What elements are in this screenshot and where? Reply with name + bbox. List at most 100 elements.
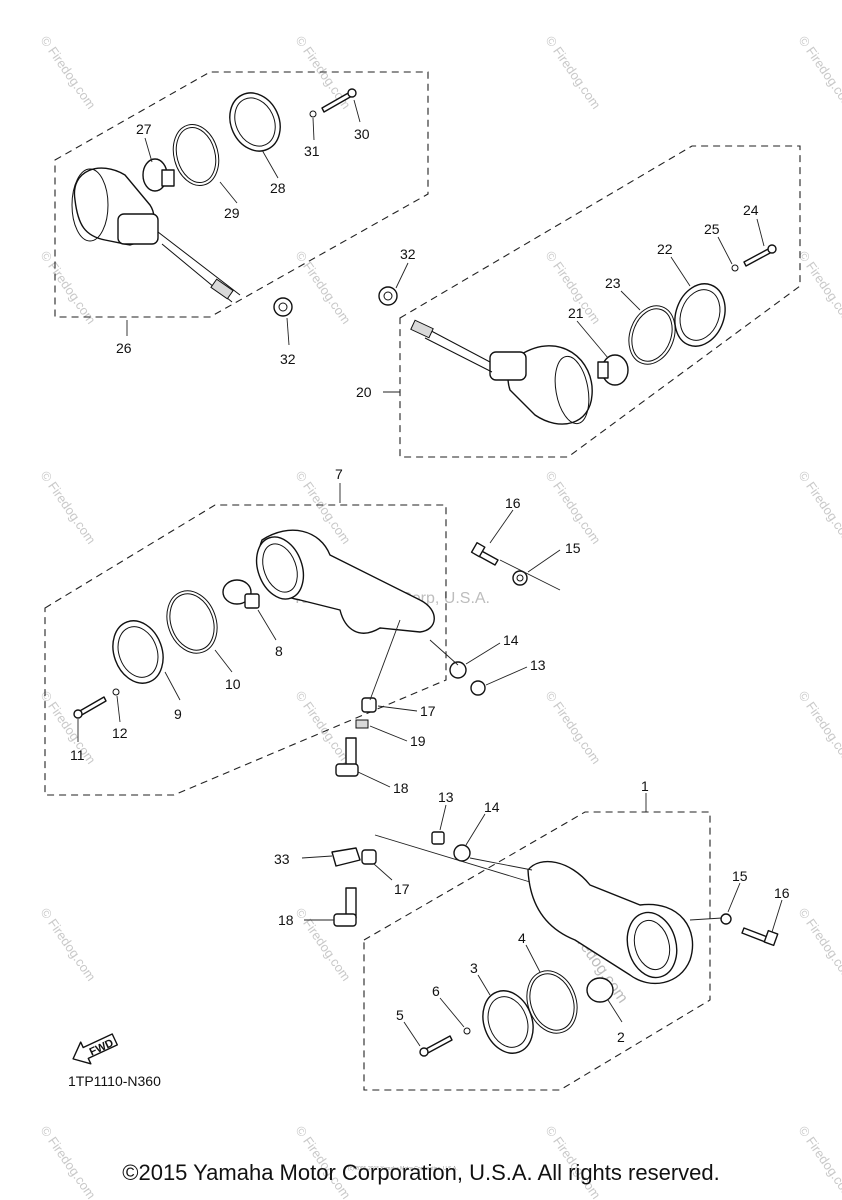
connector-20 — [410, 319, 434, 339]
gasket-10 — [166, 590, 218, 654]
washer-31 — [309, 110, 317, 118]
bulb-base-21 — [597, 361, 609, 379]
washer-25 — [731, 264, 739, 272]
assembly-1-boundary — [363, 811, 711, 1091]
callout-6: 6 — [432, 983, 440, 999]
callout-25: 25 — [704, 221, 720, 237]
callout-26: 26 — [116, 340, 132, 356]
connector-26 — [210, 278, 234, 300]
callout-28: 28 — [270, 180, 286, 196]
assembly-7-boundary — [44, 504, 447, 796]
callout-31: 31 — [304, 143, 320, 159]
callout-33: 33 — [274, 851, 290, 867]
fwd-label: FWD — [88, 1037, 116, 1058]
callout-17: 17 — [420, 703, 436, 719]
callout-14: 14 — [503, 632, 519, 648]
callout-18: 18 — [278, 912, 294, 928]
callout-19: 19 — [410, 733, 426, 749]
socket-26 — [117, 213, 159, 245]
watermark: © Firedog.com — [38, 688, 99, 767]
washer-12 — [112, 688, 120, 696]
watermark: © Firedog.com — [38, 468, 99, 547]
nut-32 — [273, 297, 293, 317]
watermark: © Firedog.com — [796, 688, 842, 767]
housing-opening-7 — [255, 536, 305, 600]
collar-14 — [449, 661, 467, 679]
washer-6 — [463, 1027, 471, 1035]
callout-17: 17 — [394, 881, 410, 897]
watermark: © Firedog.com — [293, 688, 354, 767]
collar-14 — [453, 844, 471, 862]
watermark: © Firedog.com — [38, 33, 99, 112]
bulb-8 — [222, 579, 252, 605]
watermark: © Firedog.com — [293, 248, 354, 327]
callout-5: 5 — [396, 1007, 404, 1023]
callout-8: 8 — [275, 643, 283, 659]
callout-16: 16 — [774, 885, 790, 901]
callout-7: 7 — [335, 466, 343, 482]
nut-13 — [431, 831, 445, 845]
callout-21: 21 — [568, 305, 584, 321]
assembly-1 — [331, 831, 779, 1057]
lens-cover-3 — [482, 990, 534, 1054]
bulb-base-27 — [161, 169, 175, 187]
collar-17 — [361, 697, 377, 713]
watermark: © Firedog.com — [796, 905, 842, 984]
callout-32: 32 — [280, 351, 296, 367]
callout-23: 23 — [605, 275, 621, 291]
bracket-33 — [331, 847, 361, 867]
assembly-20 — [378, 244, 777, 425]
watermark: © Firedog.com — [38, 248, 99, 327]
housing-opening-1 — [626, 911, 678, 979]
gasket-23 — [628, 305, 676, 365]
callout-18: 18 — [393, 780, 409, 796]
callout-30: 30 — [354, 126, 370, 142]
gasket-29 — [172, 124, 220, 186]
lens-cover-28 — [229, 92, 281, 152]
callout-4: 4 — [518, 930, 526, 946]
arrow-icon — [72, 1033, 118, 1065]
assembly-20-boundary — [399, 145, 801, 458]
assembly-26 — [71, 88, 357, 317]
socket-20 — [489, 351, 527, 381]
callout-10: 10 — [225, 676, 241, 692]
watermark: © Firedog.com — [38, 905, 99, 984]
callout-22: 22 — [657, 241, 673, 257]
callout-13: 13 — [530, 657, 546, 673]
diagram-code: 1TP1110-N360 — [68, 1073, 161, 1089]
callout-3: 3 — [470, 960, 478, 976]
lens-cover-9 — [112, 620, 164, 684]
collar-17 — [361, 849, 377, 865]
lens-rim-20 — [554, 355, 590, 425]
bulb-base-8 — [244, 593, 260, 609]
callout-1: 1 — [641, 778, 649, 794]
watermark: © Firedog.com — [543, 688, 604, 767]
forward-arrow: FWD — [72, 1033, 118, 1065]
callout-16: 16 — [505, 495, 521, 511]
callouts: 27 29 28 31 30 26 32 32 20 21 23 22 25 2… — [70, 99, 790, 1047]
callout-14: 14 — [484, 799, 500, 815]
washer-19 — [355, 719, 369, 729]
callout-15: 15 — [732, 868, 748, 884]
callout-11: 11 — [70, 747, 85, 763]
watermark: © Firedog.com — [796, 33, 842, 112]
assembly-26-boundary — [54, 71, 429, 318]
callout-32: 32 — [400, 246, 416, 262]
callout-12: 12 — [112, 725, 128, 741]
washer-15 — [512, 570, 528, 586]
nut-13 — [470, 680, 486, 696]
watermark-layer: © Firedog.com © Firedog.com © Firedog.co… — [38, 33, 842, 1200]
callout-29: 29 — [224, 205, 240, 221]
nut-32 — [378, 286, 398, 306]
bulb-2 — [586, 977, 614, 1003]
watermark: © Firedog.com — [796, 468, 842, 547]
fine-print: (c) 2005-2015 Yamaha Motor Corporation, … — [348, 1166, 458, 1172]
copyright-notice: ©2015 Yamaha Motor Corporation, U.S.A. A… — [122, 1160, 720, 1185]
watermark: © Firedog.com — [796, 248, 842, 327]
callout-13: 13 — [438, 789, 454, 805]
watermark: © Firedog.com — [543, 468, 604, 547]
callout-9: 9 — [174, 706, 182, 722]
callout-15: 15 — [565, 540, 581, 556]
lens-rim-26 — [71, 168, 109, 242]
